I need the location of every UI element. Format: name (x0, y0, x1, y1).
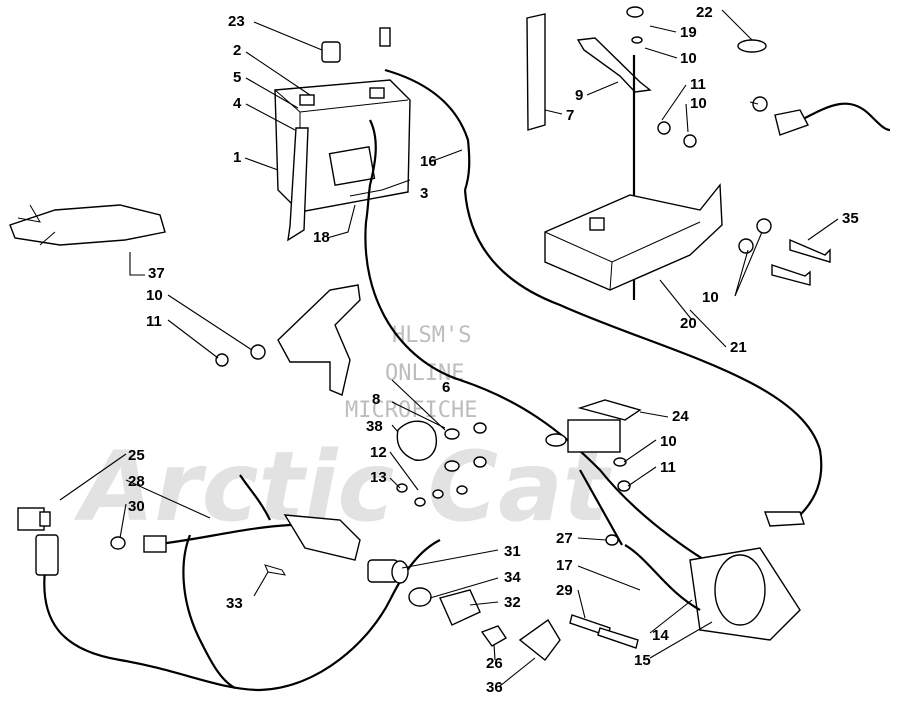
watermark-line2: ONLINE (385, 361, 464, 386)
battery-strap-icon (287, 127, 309, 242)
ignition-switch-icon (367, 559, 409, 584)
rubber-boot-icon (396, 420, 437, 461)
callout-20: 20 (680, 315, 697, 332)
washer-icon (631, 36, 643, 44)
callout-38: 38 (366, 418, 383, 435)
callout-1: 1 (233, 149, 241, 166)
starter-cable (364, 221, 741, 581)
callout-28: 28 (128, 473, 145, 490)
callouts: 23 2 5 4 1 18 16 3 22 19 10 9 7 11 10 35… (128, 4, 859, 696)
callout-31: 31 (504, 543, 521, 560)
callout-17: 17 (556, 557, 573, 574)
callout-25: 25 (128, 447, 145, 464)
washer-icon (408, 587, 432, 607)
callout-24: 24 (672, 408, 689, 425)
callout-5: 5 (233, 69, 241, 86)
battery-tray-icon (544, 183, 723, 291)
callout-13: 13 (370, 469, 387, 486)
ignition-switch-harness-icon (283, 514, 361, 561)
fuse-icon (39, 511, 51, 527)
washer-icon (738, 238, 754, 254)
cable-clamp-icon (737, 39, 767, 53)
callout-32: 32 (504, 594, 521, 611)
callout-22: 22 (696, 4, 713, 21)
positive-cable (384, 68, 471, 191)
washer-icon (473, 456, 487, 468)
callout-18: 18 (313, 229, 330, 246)
callout-9: 9 (575, 87, 583, 104)
callout-23: 23 (228, 13, 245, 30)
callout-10d: 10 (146, 287, 163, 304)
hold-down-bracket-icon (576, 37, 652, 93)
callout-8: 8 (372, 391, 380, 408)
nut-icon (617, 480, 631, 492)
callout-6: 6 (442, 379, 450, 396)
callout-34: 34 (504, 569, 521, 586)
watermark-line3: MICROFICHE (345, 398, 477, 423)
cap-screw-icon (771, 264, 811, 286)
spring-icon (597, 627, 639, 649)
nut-icon (215, 353, 229, 367)
ground-cable-icon (774, 109, 809, 136)
callout-21: 21 (730, 339, 747, 356)
nut-icon (444, 428, 460, 440)
callout-2: 2 (233, 42, 241, 59)
callout-11c: 11 (660, 459, 676, 476)
callout-10e: 10 (660, 433, 677, 450)
negative-cable (364, 119, 377, 223)
battery-icon (274, 27, 411, 213)
washer-icon (613, 457, 627, 467)
callout-3: 3 (420, 185, 428, 202)
callout-30: 30 (128, 498, 145, 515)
decal-icon (9, 204, 166, 246)
fuse-holder-icon (35, 534, 59, 576)
leader-lines (59, 9, 839, 687)
long-positive-cable (463, 189, 823, 516)
washer-icon (683, 134, 697, 148)
callout-26: 26 (486, 655, 503, 672)
washer-icon (657, 121, 671, 135)
callout-10c: 10 (702, 289, 719, 306)
callout-37: 37 (148, 265, 165, 282)
callout-36: 36 (486, 679, 503, 696)
callout-10a: 10 (680, 50, 697, 67)
ignition-key-icon (518, 618, 561, 661)
solenoid-icon (545, 399, 642, 453)
callout-11b: 11 (146, 313, 162, 330)
callout-7: 7 (566, 107, 574, 124)
callout-33: 33 (226, 595, 243, 612)
callout-16: 16 (420, 153, 437, 170)
callout-11a: 11 (690, 76, 706, 93)
callout-4: 4 (233, 95, 242, 112)
washer-icon (250, 344, 266, 360)
screw-icon (110, 536, 126, 550)
nut-icon (444, 460, 460, 472)
connector-icon (143, 535, 167, 553)
bezel-icon (439, 589, 481, 626)
callout-27: 27 (556, 530, 573, 547)
wiring-harness (43, 539, 441, 692)
wing-nut-icon (626, 6, 644, 18)
nut-icon (480, 625, 507, 647)
washer-icon (756, 218, 772, 234)
callout-15: 15 (634, 652, 651, 669)
callout-14: 14 (652, 627, 669, 644)
callout-29: 29 (556, 582, 573, 599)
callout-10b: 10 (690, 95, 707, 112)
callout-19: 19 (680, 24, 697, 41)
washer-icon (473, 422, 487, 434)
mounting-plate-icon (277, 284, 361, 396)
callout-35: 35 (842, 210, 859, 227)
cap-screw-icon (789, 238, 831, 263)
wire-tie-icon (264, 564, 286, 576)
starter-motor-icon (689, 547, 801, 641)
nut-icon (752, 96, 768, 112)
callout-12: 12 (370, 444, 387, 461)
hold-down-strap-icon (526, 13, 546, 131)
